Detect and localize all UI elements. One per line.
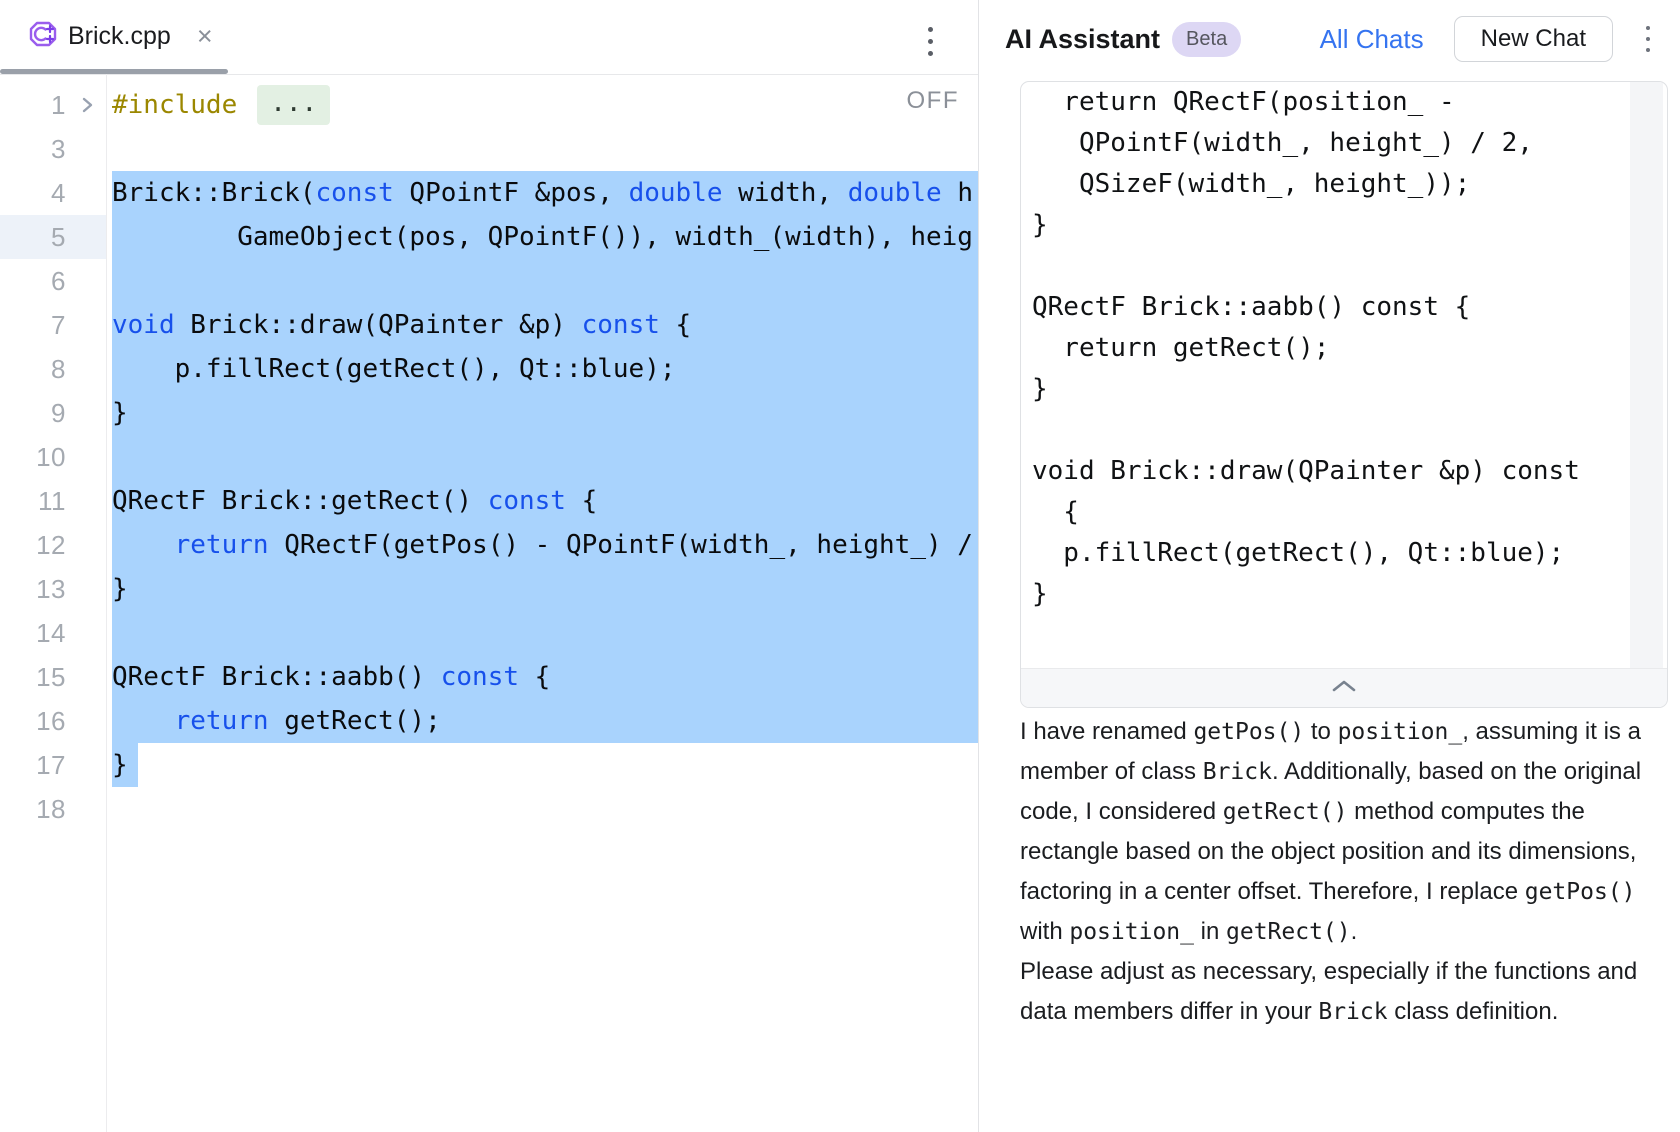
line-number: 1: [51, 90, 66, 120]
line-number: 13: [36, 574, 66, 604]
code-line: p.fillRect(getRect(), Qt::blue);: [112, 354, 676, 384]
line-number: 16: [36, 706, 66, 736]
code-line: QRectF Brick::aabb() const {: [112, 662, 551, 692]
tab-title: Brick.cpp: [68, 22, 171, 50]
line-number: 15: [36, 662, 66, 692]
message-paragraph: Please adjust as necessary, especially i…: [1020, 958, 1638, 1025]
line-number: 12: [36, 530, 66, 560]
code-block-scrollbar[interactable]: [1630, 82, 1663, 669]
fold-chevron-icon[interactable]: [78, 96, 96, 119]
tab-close-icon[interactable]: ×: [196, 21, 213, 51]
line-number: 9: [51, 398, 66, 428]
line-number: 14: [36, 618, 66, 648]
code-line: QRectF Brick::getRect() const {: [112, 486, 598, 516]
line-number: 4: [51, 178, 66, 208]
message-paragraph: I have renamed getPos() to position_, as…: [1020, 718, 1642, 945]
code-line: [0, 787, 978, 831]
code-line: [0, 611, 978, 655]
ai-code-block: return QRectF(position_ - QPointF(width_…: [1020, 81, 1668, 708]
line-number: 6: [51, 266, 66, 296]
code-line: return QRectF(getPos() - QPointF(width_,…: [174, 530, 973, 560]
editor-tab-bar: Brick.cpp ×: [0, 0, 978, 75]
code-line: }: [112, 398, 128, 428]
tab-brick-cpp[interactable]: Brick.cpp ×: [0, 0, 213, 73]
line-number: 8: [51, 354, 66, 384]
beta-badge: Beta: [1172, 21, 1242, 57]
code-line: GameObject(pos, QPointF()), width_(width…: [112, 222, 973, 252]
line-number: 5: [51, 222, 66, 252]
code-line: [0, 259, 978, 303]
code-line: void Brick::draw(QPainter &p) const {: [112, 310, 692, 340]
cpp-file-icon: [27, 18, 59, 55]
line-number: 3: [51, 134, 66, 164]
gutter-separator: [106, 74, 107, 1132]
editor-more-menu-icon[interactable]: [928, 27, 933, 56]
ai-code-text: return QRectF(position_ - QPointF(width_…: [1032, 87, 1580, 609]
code-line: #include...: [0, 83, 978, 127]
code-line: [0, 435, 978, 479]
line-number: 10: [36, 442, 66, 472]
active-tab-underline: [0, 69, 228, 74]
line-number: 11: [38, 486, 66, 516]
code-line: }: [112, 750, 128, 780]
code-line: return getRect();: [174, 706, 441, 736]
text-selection: [112, 171, 978, 743]
ai-assistant-header: AI Assistant Beta All Chats New Chat: [979, 0, 1680, 78]
folded-code-pill[interactable]: ...: [257, 85, 331, 125]
code-line: Brick::Brick(const QPointF &pos, double …: [112, 178, 973, 208]
chevron-up-icon: [1331, 679, 1357, 698]
all-chats-link[interactable]: All Chats: [1319, 23, 1424, 54]
new-chat-button[interactable]: New Chat: [1453, 16, 1613, 62]
code-line: }: [112, 574, 128, 604]
line-number: 7: [51, 310, 66, 340]
line-number: 18: [36, 794, 66, 824]
code-line: [0, 127, 978, 171]
code-block-collapse-bar[interactable]: [1021, 668, 1667, 707]
caret-line-gutter-highlight: [0, 215, 106, 259]
code-lines: #include...Brick::Brick(const QPointF &p…: [0, 83, 978, 831]
text-selection-tail: [112, 743, 138, 787]
ai-assistant-panel: AI Assistant Beta All Chats New Chat ret…: [978, 0, 1680, 1132]
ai-message-text: I have renamed getPos() to position_, as…: [1020, 712, 1661, 1032]
line-number: 17: [36, 750, 66, 780]
panel-title: AI Assistant: [1005, 23, 1161, 54]
ai-more-menu-icon[interactable]: [1646, 26, 1650, 52]
off-indicator[interactable]: OFF: [906, 87, 959, 114]
